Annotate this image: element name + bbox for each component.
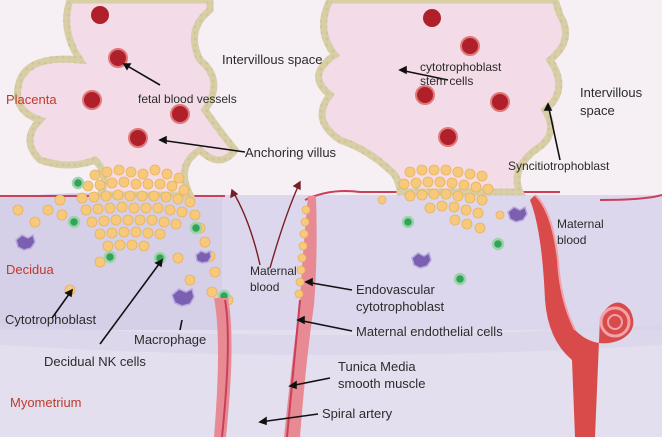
maternal-blood-center-label-1: Maternal [250, 264, 297, 278]
fetal-vessel [460, 36, 480, 56]
arrow-stem-cells [399, 69, 449, 81]
fetal-blood-vessels-label: fetal blood vessels [138, 92, 237, 106]
maternal-endothelial-label: Maternal endothelial cells [356, 324, 503, 339]
arrow-endothelial [297, 319, 353, 332]
blood-flow-arrow-right [269, 181, 301, 269]
placenta-zone-label: Placenta [6, 92, 57, 107]
arrow-macrophage [179, 319, 183, 331]
macrophages [15, 205, 528, 307]
endovascular-label-2: cytotrophoblast [356, 299, 445, 314]
fetal-vessel [415, 85, 435, 105]
fetal-vessel [438, 127, 458, 147]
spiral-artery-center [214, 196, 317, 437]
arrow-spiral-artery [259, 413, 319, 423]
decidual-nk-cells [67, 176, 505, 303]
fetal-vessel [490, 92, 510, 112]
myometrium-boundary [0, 325, 662, 355]
decidual-nk-cells-label: Decidual NK cells [44, 354, 146, 369]
fetal-vessel [128, 128, 148, 148]
cytotrophoblast-stem-label-1: cytotrophoblast [420, 60, 502, 74]
anchoring-villus-label: Anchoring villus [245, 145, 337, 160]
endovascular-label-1: Endovascular [356, 282, 435, 297]
spiral-artery-label: Spiral artery [322, 406, 393, 421]
cytotrophoblast-label: Cytotrophoblast [5, 312, 97, 327]
maternal-blood-flow-arrows [230, 180, 301, 269]
arrow-nk-cells [99, 259, 163, 345]
macrophage-label: Macrophage [134, 332, 207, 347]
blood-flow-arrow-left [231, 189, 261, 266]
fetal-vessel [423, 9, 441, 27]
fetal-blood-vessels [82, 6, 510, 148]
arrow-anchoring-villus [159, 139, 246, 153]
decidua-zone-label: Decidua [6, 262, 54, 277]
fetal-vessel [82, 90, 102, 110]
cytotrophoblast-stem-label-2: stem cells [420, 74, 474, 88]
syncitiotrophoblast-label: Syncitiotrophoblast [508, 159, 610, 173]
intervillous-space-right-label-2: space [580, 103, 615, 118]
maternal-blood-center-label-2: blood [250, 280, 280, 294]
intervillous-space-label: Intervillous space [222, 52, 323, 67]
tunica-media-label-1: Tunica Media [338, 359, 416, 374]
cytotrophoblast-column-right [377, 164, 505, 234]
maternal-blood-right-label-1: Maternal [557, 217, 604, 231]
arrow-syncitiotrophoblast [547, 103, 561, 161]
fetal-vessel [91, 6, 109, 24]
intervillous-space-right-label-1: Intervillous [580, 85, 643, 100]
maternal-blood-right-label-2: blood [557, 233, 587, 247]
myometrium-zone-label: Myometrium [10, 395, 82, 410]
fetal-vessel [108, 48, 128, 68]
arrow-endovascular [305, 281, 353, 291]
arrow-fetal-vessels [123, 63, 161, 86]
tunica-media-label-2: smooth muscle [338, 376, 426, 391]
fetal-vessel [170, 104, 190, 124]
maternal-vessel-right [530, 194, 662, 437]
pointer-arrows [51, 63, 561, 426]
